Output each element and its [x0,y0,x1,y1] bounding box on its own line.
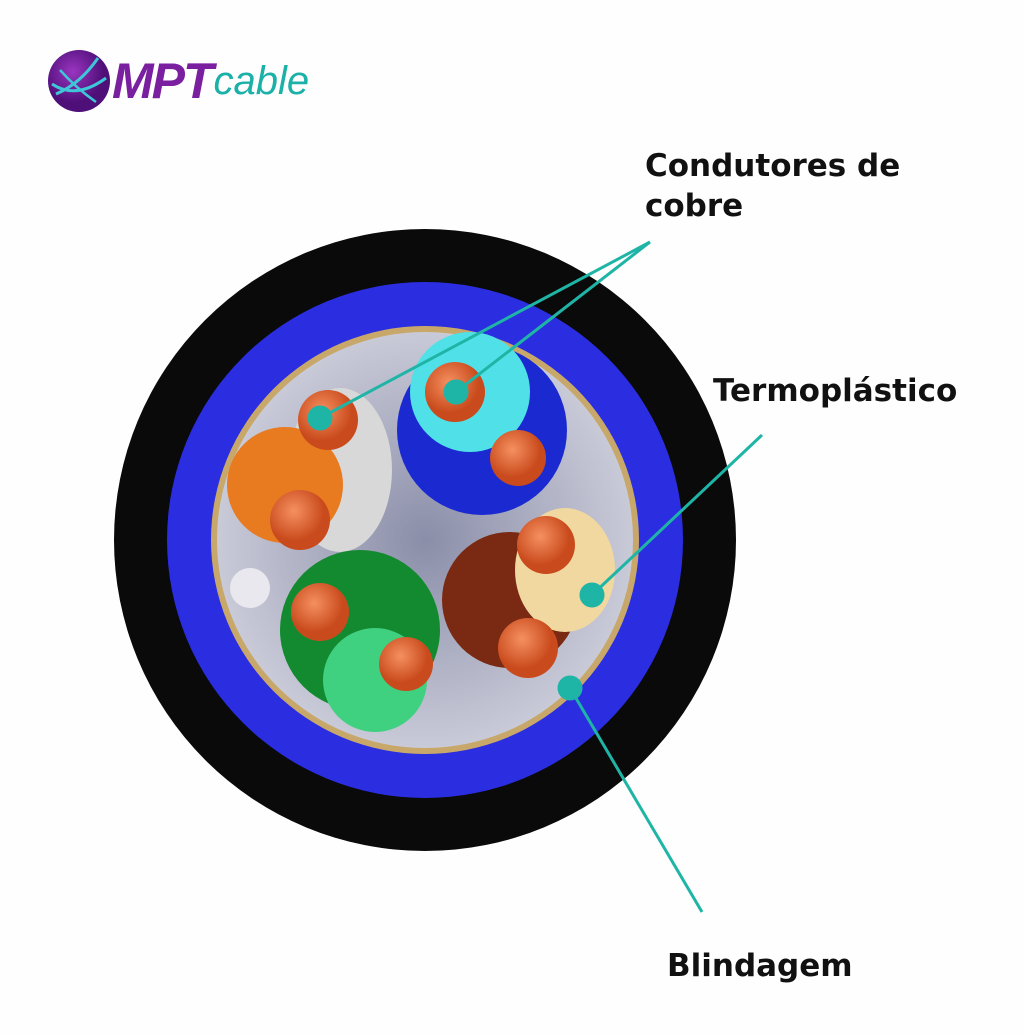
mptcable-logo: MPT cable [46,48,309,114]
pair-green [280,550,440,732]
label-thermoplastic: Termoplástico [713,373,958,409]
label-shield: Blindagem [667,948,853,984]
filler-strand [230,568,270,608]
label-line-1: Condutores de [645,148,901,184]
label-line-2: cobre [645,188,744,224]
pair-blue [397,332,567,515]
logo-mpt: MPT [112,53,214,109]
pair-brown [442,508,615,678]
globe-icon [48,50,110,112]
logo-cable: cable [213,58,310,103]
leader-lines [307,240,764,913]
label-copper-conductors: Condutores de cobre [645,146,900,226]
